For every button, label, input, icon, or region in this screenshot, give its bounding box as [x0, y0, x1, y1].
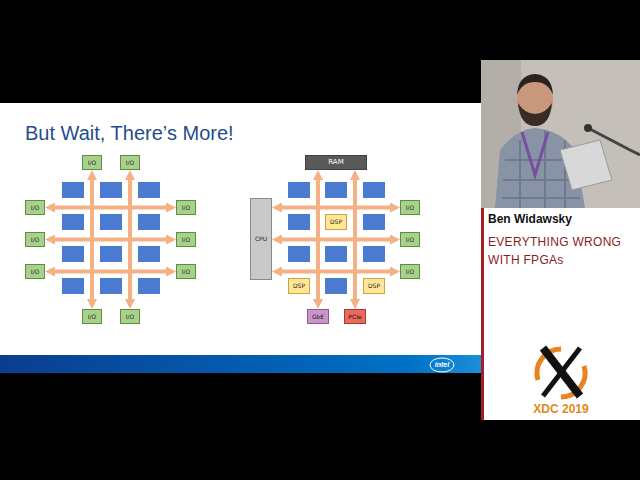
logic-block: [62, 182, 84, 198]
node-text: GbE: [312, 314, 324, 320]
io-box: I/O: [82, 155, 102, 170]
event-name: XDC 2019: [516, 402, 606, 416]
node-text: I/O: [406, 205, 415, 211]
speaker-beard: [518, 103, 552, 126]
talk-title: EVERYTHING WRONG WITH FPGAs: [488, 233, 634, 269]
microphone: [584, 124, 592, 132]
io-box: I/O: [82, 309, 102, 324]
node-text: I/O: [182, 237, 191, 243]
bus-arrow: [53, 270, 168, 274]
logic-block: [100, 182, 122, 198]
name-panel-accent: [481, 208, 484, 420]
logic-block: [288, 214, 310, 230]
io-box: I/O: [400, 232, 420, 247]
logic-block: [100, 214, 122, 230]
node-text: DSP: [368, 283, 380, 289]
speaker-name: Ben Widawsky: [488, 212, 634, 226]
microphone-stand: [588, 128, 640, 155]
io-box: I/O: [176, 264, 196, 279]
dsp-block: DSP: [288, 278, 310, 294]
bus-arrow: [53, 206, 168, 210]
node-text: I/O: [31, 205, 40, 211]
logic-block: [288, 182, 310, 198]
node-text: I/O: [31, 237, 40, 243]
xdc-logo: [537, 348, 585, 397]
io-box: I/O: [176, 232, 196, 247]
intel-logo-text: intel: [429, 360, 455, 370]
io-box: I/O: [176, 200, 196, 215]
bus-arrow: [280, 238, 392, 242]
speaker-photo: [481, 60, 640, 208]
pcie-block: PCIe: [344, 309, 366, 324]
slide-footer-bar: [0, 355, 481, 373]
node-text: CPU: [255, 236, 267, 242]
io-box: I/O: [25, 264, 45, 279]
logo-x-stroke: [543, 348, 580, 396]
logic-block: [100, 246, 122, 262]
io-box: I/O: [120, 155, 140, 170]
logic-block: [138, 182, 160, 198]
node-text: I/O: [31, 269, 40, 275]
node-text: I/O: [126, 160, 135, 166]
logic-block: [325, 278, 347, 294]
node-text: I/O: [88, 160, 97, 166]
logic-block: [363, 182, 385, 198]
gbe-block: GbE: [307, 309, 329, 324]
logic-block: [62, 246, 84, 262]
dsp-block: DSP: [325, 214, 347, 230]
laptop: [560, 140, 612, 190]
node-text: DSP: [293, 283, 305, 289]
logic-block: [138, 246, 160, 262]
node-text: I/O: [406, 237, 415, 243]
logic-block: [138, 278, 160, 294]
logic-block: [100, 278, 122, 294]
node-text: PCIe: [348, 314, 361, 320]
io-box: I/O: [120, 309, 140, 324]
cpu-box: CPU: [250, 198, 272, 280]
logic-block: [138, 214, 160, 230]
logic-block: [325, 246, 347, 262]
logic-block: [363, 246, 385, 262]
node-text: I/O: [88, 314, 97, 320]
node-text: DSP: [330, 219, 342, 225]
node-text: I/O: [182, 205, 191, 211]
io-box: I/O: [400, 200, 420, 215]
node-text: I/O: [126, 314, 135, 320]
slide-title: But Wait, There’s More!: [25, 122, 234, 145]
logic-block: [62, 214, 84, 230]
dsp-block: DSP: [363, 278, 385, 294]
speaker-hair: [517, 74, 553, 95]
intel-logo-ring: [430, 358, 454, 372]
io-box: I/O: [400, 264, 420, 279]
ram-box: RAM: [305, 155, 367, 170]
logic-block: [62, 278, 84, 294]
lanyard: [522, 132, 548, 175]
logo-x-stroke: [543, 348, 580, 396]
logic-block: [363, 214, 385, 230]
slide-ground: [0, 103, 481, 373]
bus-arrow: [280, 270, 392, 274]
logic-block: [288, 246, 310, 262]
bus-arrow: [280, 206, 392, 210]
node-text: RAM: [328, 159, 343, 166]
bus-arrow: [53, 238, 168, 242]
photo-wall: [481, 60, 640, 208]
io-box: I/O: [25, 232, 45, 247]
node-text: I/O: [406, 269, 415, 275]
logic-block: [325, 182, 347, 198]
io-box: I/O: [25, 200, 45, 215]
node-text: I/O: [182, 269, 191, 275]
name-panel: [481, 208, 640, 420]
